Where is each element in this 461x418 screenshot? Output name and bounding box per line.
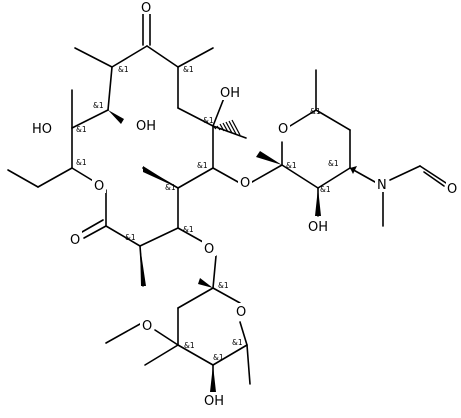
- stereo-mark: &1: [320, 185, 331, 194]
- stereo-mark: &1: [232, 338, 243, 347]
- methoxy-oxygen-label: O: [142, 319, 152, 334]
- lactone-carbonyl-oxygen-label: O: [70, 233, 80, 248]
- glycosidic-oxygen-c5-label: O: [240, 176, 250, 191]
- stereo-mark: &1: [286, 161, 297, 170]
- ketone-oxygen-label: O: [141, 1, 151, 16]
- stereo-mark: &1: [310, 107, 321, 116]
- desosamine-hydroxyl-label: OH: [308, 220, 328, 235]
- stereo-mark: &1: [197, 161, 208, 170]
- stereo-mark: &1: [203, 116, 214, 125]
- amine-nitrogen-label: N: [377, 178, 387, 193]
- formyl-oxygen-label: O: [447, 182, 457, 197]
- stereo-mark: &1: [184, 341, 195, 350]
- stereo-mark: &1: [183, 65, 194, 74]
- stereo-mark: &1: [93, 101, 104, 110]
- desosamine-ring-oxygen-label: O: [278, 122, 288, 137]
- stereo-bond-layer: [108, 110, 357, 392]
- bond-layer: [7, 9, 447, 393]
- stereo-mark: &1: [125, 233, 136, 242]
- lactone-ring-oxygen-label: O: [94, 179, 104, 194]
- glycosidic-oxygen-c3-label: O: [204, 242, 214, 257]
- stereo-mark: &1: [213, 353, 224, 362]
- stereo-mark: &1: [218, 281, 229, 290]
- stereo-descriptor-layer: &1 &1 &1 &1 &1 &1 &1 &1 &1 &1 &1 &1 &1 &…: [76, 65, 339, 362]
- hydroxyl-c6-label: OH: [220, 86, 240, 101]
- stereo-mark: &1: [328, 159, 339, 168]
- stereo-mark: &1: [165, 183, 176, 192]
- hydroxyl-c12-label: HO: [32, 122, 52, 137]
- stereo-mark: &1: [183, 225, 194, 234]
- atom-label-layer: O O O HO OH OH O O O OH N O O O OH: [30, 0, 460, 409]
- cladinose-ring-oxygen-label: O: [236, 305, 246, 320]
- cladinose-hydroxyl-label: OH: [204, 394, 224, 409]
- stereo-mark: &1: [118, 65, 129, 74]
- stereo-mark: &1: [76, 125, 87, 134]
- stereo-mark: &1: [76, 158, 87, 167]
- hydroxyl-c11-label: OH: [136, 119, 156, 134]
